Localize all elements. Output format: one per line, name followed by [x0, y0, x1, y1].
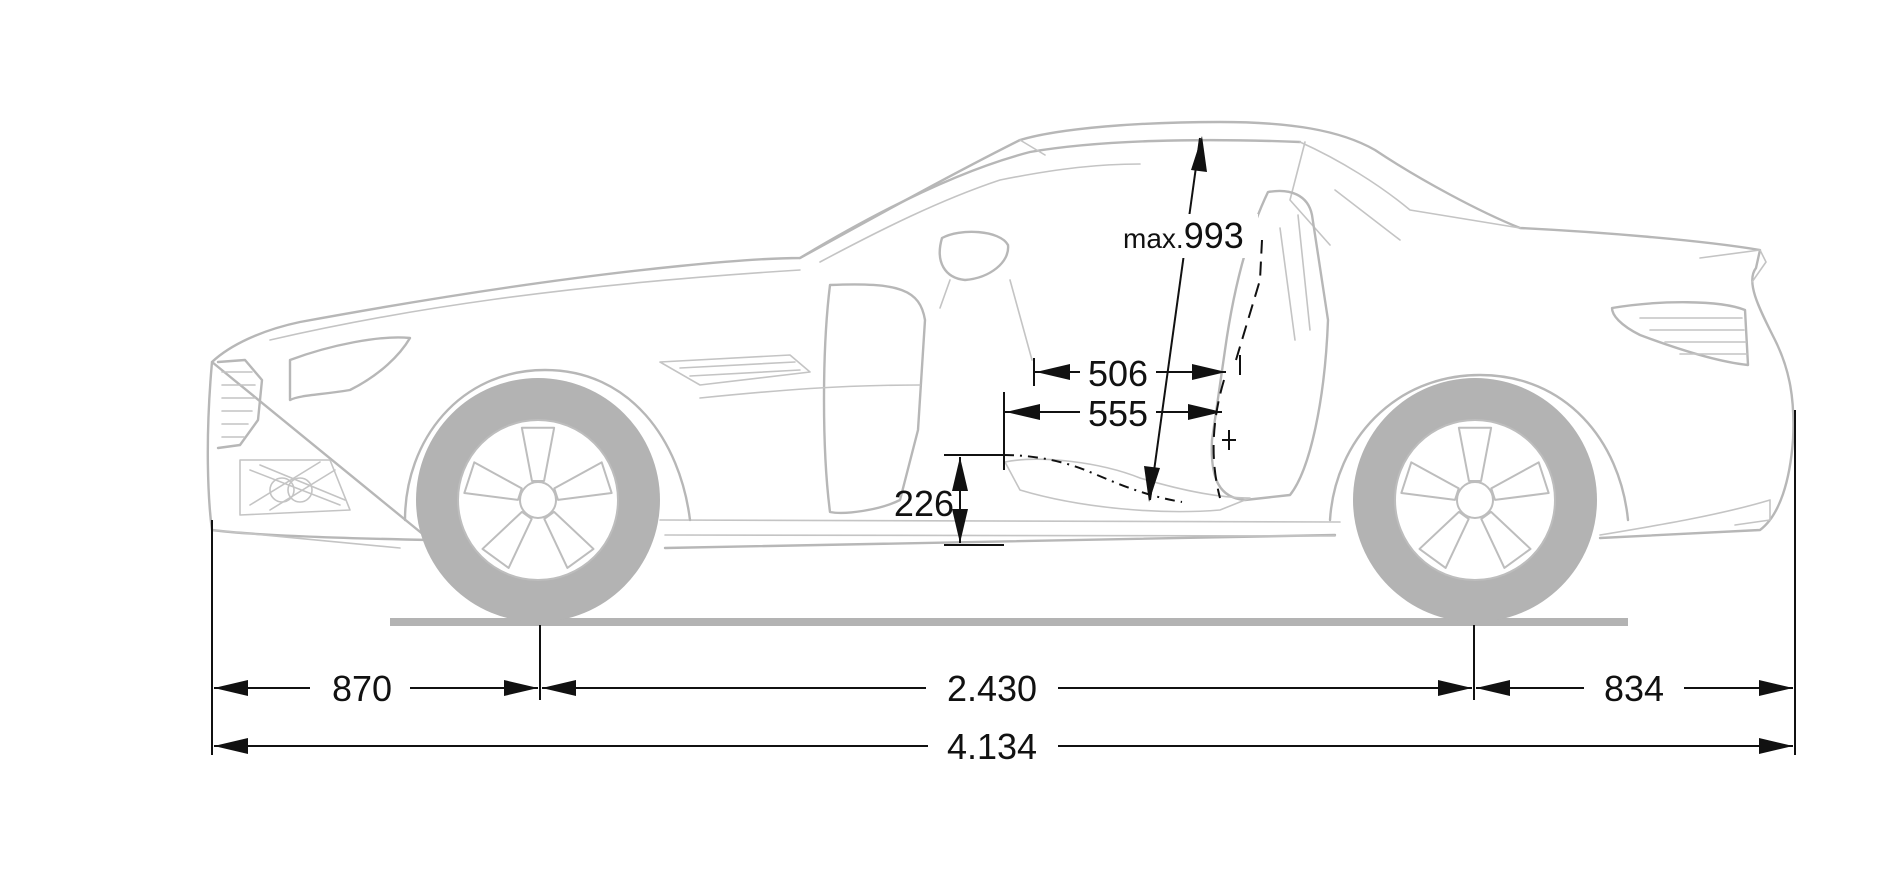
dim-seat-depth: 506 [1033, 350, 1226, 394]
rear-light [1610, 301, 1750, 367]
rim-spoke [1457, 426, 1493, 482]
backrest-reference-line [1212, 239, 1263, 499]
front-wheel [416, 378, 660, 622]
wheelbase-label: 2.430 [947, 668, 1037, 709]
fog-light-left [269, 477, 295, 503]
hood-crease [269, 269, 801, 341]
front-rim-spokes [463, 426, 613, 569]
front-hub-star-icon [519, 481, 557, 519]
rear-wheel-arch [1328, 373, 1630, 522]
a-pillar-inner [1009, 279, 1033, 361]
rear-spoiler [1699, 249, 1767, 283]
dim-seat-height: 226 [894, 454, 1004, 546]
fog-light-right [287, 477, 313, 503]
grille-bars [221, 371, 256, 438]
car-silhouette [206, 120, 1795, 626]
door-crease [699, 384, 921, 399]
dim-headroom: max.993 [1118, 136, 1258, 502]
dim-front-overhang: 870 [214, 664, 538, 710]
rim-spoke [520, 426, 556, 482]
rear-overhang-label: 834 [1604, 668, 1664, 709]
rear-hub-star-icon [1456, 481, 1494, 519]
overall-length-label: 4.134 [947, 726, 1037, 767]
dim-overall-length: 4.134 [214, 722, 1793, 768]
roof-line [798, 138, 1302, 260]
rim-spoke [1480, 510, 1532, 569]
rear-rim-spokes [1400, 426, 1550, 569]
rim-spoke [1490, 461, 1550, 501]
seat-cushion [1004, 458, 1251, 513]
windshield-frame [819, 139, 1141, 263]
side-mirror [938, 230, 1010, 282]
b-pillar [1289, 141, 1401, 246]
dimension-annotations: 870 2.430 834 4.134 [211, 136, 1796, 768]
front-wheel-arch [403, 368, 692, 522]
rim-spoke [463, 461, 523, 501]
legroom-depth-label: 555 [1088, 393, 1148, 434]
seat-height-label: 226 [894, 483, 954, 524]
door-outline [822, 283, 927, 515]
headroom-label: max.993 [1123, 215, 1244, 256]
rear-light-strips [1639, 317, 1748, 355]
fender-vent [659, 354, 811, 386]
rim-spoke [481, 510, 533, 569]
rim-spoke [1400, 461, 1460, 501]
front-grille [216, 358, 264, 450]
seat-reference-contour [1003, 454, 1183, 503]
rim-spoke [543, 510, 595, 569]
front-splitter [211, 529, 401, 549]
rear-window [1299, 141, 1521, 229]
seat-depth-label: 506 [1088, 353, 1148, 394]
dim-rear-overhang: 834 [1476, 664, 1793, 710]
seat-bolster [1279, 214, 1311, 341]
dim-legroom-depth: 555 [1003, 390, 1222, 470]
headlight [288, 336, 412, 402]
side-sill [659, 519, 1341, 537]
front-intake [239, 459, 351, 516]
rim-spoke [553, 461, 613, 501]
rim-spoke [1418, 510, 1470, 569]
rear-wheel [1353, 378, 1597, 622]
mirror-stalk [939, 279, 951, 309]
rear-diffuser [1599, 499, 1771, 536]
dim-wheelbase: 2.430 [542, 664, 1472, 710]
front-overhang-label: 870 [332, 668, 392, 709]
